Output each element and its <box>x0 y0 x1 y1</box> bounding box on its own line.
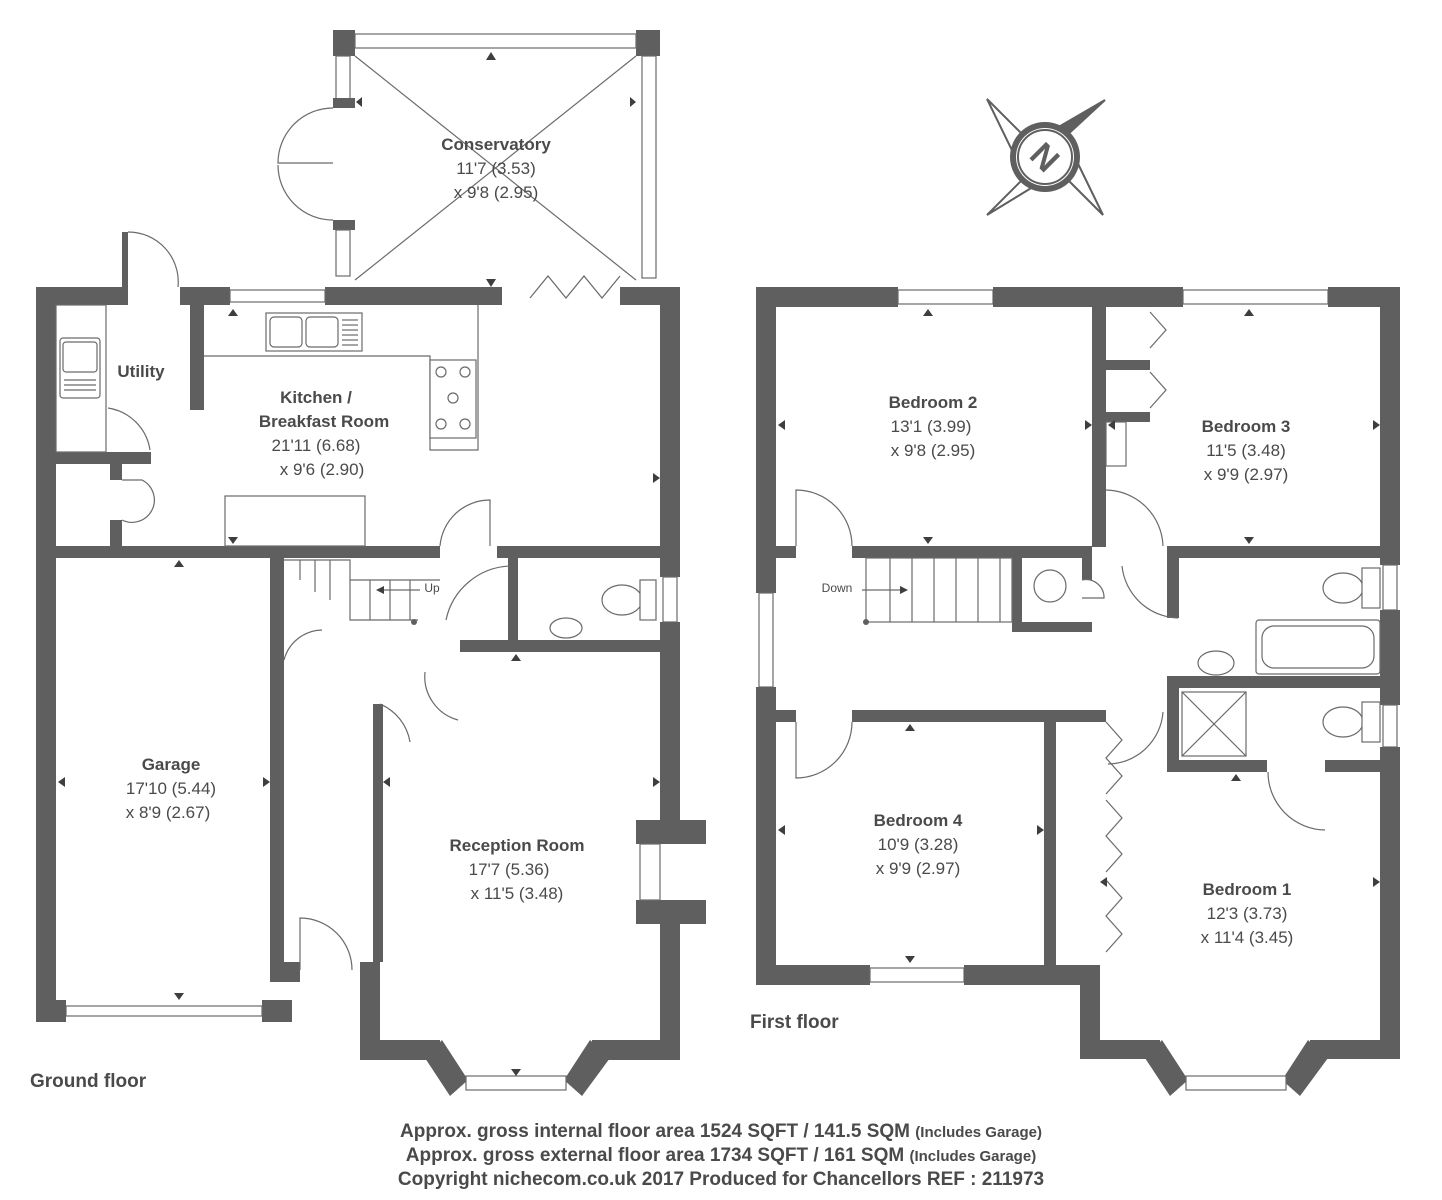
garage-name: Garage <box>142 755 201 774</box>
garage-dim2: x 8'9 (2.67) <box>126 803 211 822</box>
first-floor-label: First floor <box>750 1012 839 1033</box>
bedroom4-dim2: x 9'9 (2.97) <box>876 859 961 878</box>
footer-external-area: Approx. gross external floor area 1734 S… <box>0 1145 1442 1167</box>
bedroom2-dim1: 13'1 (3.99) <box>891 417 972 436</box>
reception-name: Reception Room <box>449 836 584 855</box>
footer-external-area-text: Approx. gross external floor area 1734 S… <box>405 1145 905 1166</box>
footer-external-area-note: (Includes Garage) <box>909 1148 1037 1165</box>
footer-internal-area-text: Approx. gross internal floor area 1524 S… <box>400 1121 910 1142</box>
conservatory-dim2: x 9'8 (2.95) <box>454 183 539 202</box>
stairs-up-label: Up <box>424 581 440 595</box>
bedroom3-dim2: x 9'9 (2.97) <box>1204 465 1289 484</box>
conservatory-dim1: 11'7 (3.53) <box>456 159 535 178</box>
bedroom2-dim2: x 9'8 (2.95) <box>891 441 976 460</box>
bedroom1-name: Bedroom 1 <box>1203 880 1292 899</box>
ground-floor-plan <box>36 30 706 1096</box>
compass-icon: N <box>986 98 1106 216</box>
footer-copyright: Copyright nichecom.co.uk 2017 Produced f… <box>0 1169 1442 1191</box>
reception-dim1: 17'7 (5.36) <box>469 860 550 879</box>
bedroom3-dim1: 11'5 (3.48) <box>1206 441 1285 460</box>
first-floor-plan <box>756 287 1400 1096</box>
bedroom4-name: Bedroom 4 <box>874 811 963 830</box>
ground-wc <box>549 579 657 639</box>
garage-dim1: 17'10 (5.44) <box>126 779 216 798</box>
bedroom1-dim1: 12'3 (3.73) <box>1207 904 1288 923</box>
kitchen-dim2: x 9'6 (2.90) <box>280 460 365 479</box>
bedroom4-dim1: 10'9 (3.28) <box>878 835 959 854</box>
ground-stairs <box>284 559 440 625</box>
kitchen-name-line2: Breakfast Room <box>259 412 389 431</box>
conservatory-frame <box>277 30 660 299</box>
footer-copyright-text: Copyright nichecom.co.uk 2017 Produced f… <box>397 1169 1045 1190</box>
ground-floor-label: Ground floor <box>30 1071 147 1092</box>
room-labels: Conservatory 11'7 (3.53) x 9'8 (2.95) Ut… <box>30 135 1293 1092</box>
bedroom3-name: Bedroom 3 <box>1202 417 1291 436</box>
conservatory-name: Conservatory <box>441 135 551 154</box>
bedroom1-dim2: x 11'4 (3.45) <box>1201 928 1294 947</box>
first-stairs <box>862 557 1013 625</box>
footer-internal-area-note: (Includes Garage) <box>915 1124 1042 1141</box>
ground-floor-walls <box>36 231 706 1096</box>
bedroom2-name: Bedroom 2 <box>889 393 978 412</box>
reception-dim2: x 11'5 (3.48) <box>471 884 564 903</box>
utility-name: Utility <box>117 362 165 381</box>
kitchen-name-line1: Kitchen / <box>280 388 352 407</box>
first-arrows <box>778 309 1380 963</box>
footer-internal-area: Approx. gross internal floor area 1524 S… <box>0 1121 1442 1143</box>
stairs-down-label: Down <box>822 581 853 595</box>
kitchen-dim1: 21'11 (6.68) <box>272 436 361 455</box>
ground-arrows <box>58 52 660 1076</box>
kitchen-fittings <box>55 304 479 547</box>
first-floor-walls <box>756 287 1400 1096</box>
first-bathroom <box>1181 567 1381 757</box>
